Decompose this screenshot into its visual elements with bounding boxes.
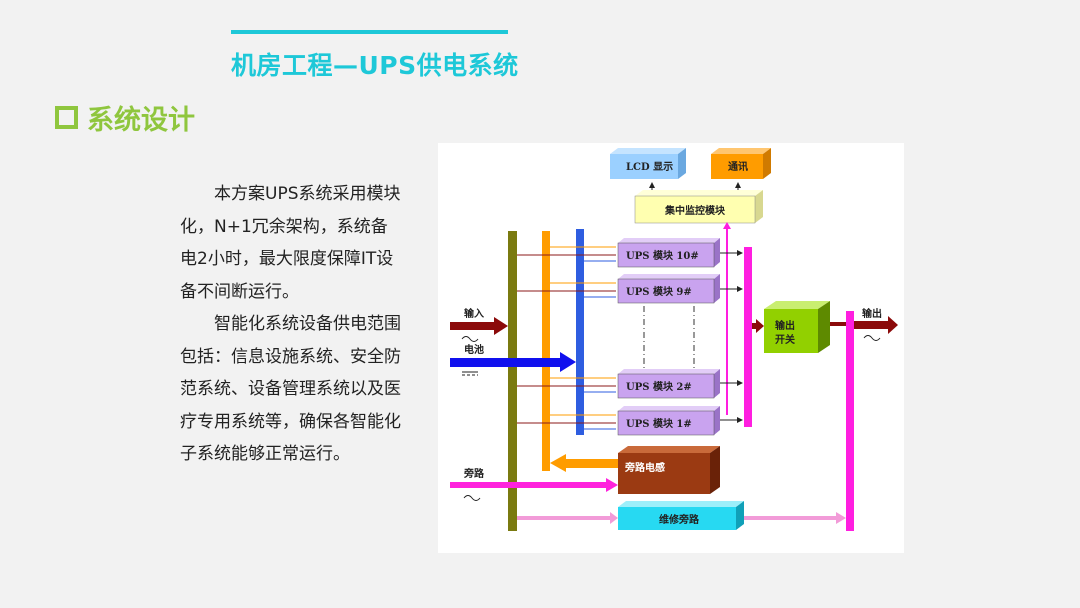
section-heading-label: 系统设计 <box>87 105 195 136</box>
ups-module-10: UPS 模块 10# <box>617 238 720 268</box>
section-heading: 系统设计 <box>55 98 195 137</box>
bypass-inductor-label: 旁路电感 <box>624 461 665 474</box>
ups-module-2: UPS 模块 2# <box>617 369 720 399</box>
maintenance-bypass-label: 维修旁路 <box>659 513 700 526</box>
title-accent-line <box>231 30 508 34</box>
square-bullet-icon <box>55 106 78 129</box>
bypass-arrow: 旁路 <box>450 467 618 501</box>
input-bus <box>508 231 517 531</box>
battery-label: 电池 <box>464 343 484 356</box>
ups-module-9: UPS 模块 9# <box>617 274 720 304</box>
output-arrow: 输出 <box>854 307 898 341</box>
description-text: 本方案UPS系统采用模块化，N+1冗余架构，系统备电2小时，最大限度保障IT设备… <box>180 178 404 471</box>
output-label: 输出 <box>862 307 882 320</box>
output-switch-label-2: 开关 <box>775 333 795 346</box>
ups-system-diagram: LCD 显示 通讯 集中监控模块 UPS 模块 10# UPS 模块 9# UP… <box>438 143 904 553</box>
battery-bus <box>576 229 584 435</box>
page-title: 机房工程—UPS供电系统 <box>231 51 519 80</box>
ups-9-label: UPS 模块 9# <box>626 285 692 298</box>
input-label: 输入 <box>464 307 484 320</box>
final-output-bus <box>846 311 854 531</box>
output-switch: 输出 开关 <box>764 301 830 353</box>
bypass-bus <box>542 231 550 471</box>
bypass-label: 旁路 <box>463 467 485 480</box>
communication-box: 通讯 <box>711 148 771 179</box>
ups-1-label: UPS 模块 1# <box>626 417 692 430</box>
monitor-label: 集中监控模块 <box>664 204 726 217</box>
ups-10-label: UPS 模块 10# <box>626 249 699 262</box>
comm-label: 通讯 <box>728 160 748 173</box>
lcd-display-box: LCD 显示 <box>610 148 686 179</box>
ups-2-label: UPS 模块 2# <box>626 380 692 393</box>
bypass-inductor: 旁路电感 <box>618 446 720 494</box>
paragraph-architecture: 本方案UPS系统采用模块化，N+1冗余架构，系统备电2小时，最大限度保障IT设备… <box>180 184 401 302</box>
paragraph-scope: 智能化系统设备供电范围包括：信息设施系统、安全防范系统、设备管理系统以及医疗专用… <box>180 314 401 464</box>
battery-arrow: 电池 <box>450 343 576 376</box>
lcd-label: LCD 显示 <box>626 161 673 173</box>
input-arrow: 输入 <box>450 307 508 342</box>
output-switch-label-1: 输出 <box>775 319 795 332</box>
central-monitor-module: 集中监控模块 <box>634 190 763 224</box>
output-bus <box>744 247 752 427</box>
maintenance-bypass: 维修旁路 <box>618 501 744 530</box>
ups-module-1: UPS 模块 1# <box>617 406 720 436</box>
